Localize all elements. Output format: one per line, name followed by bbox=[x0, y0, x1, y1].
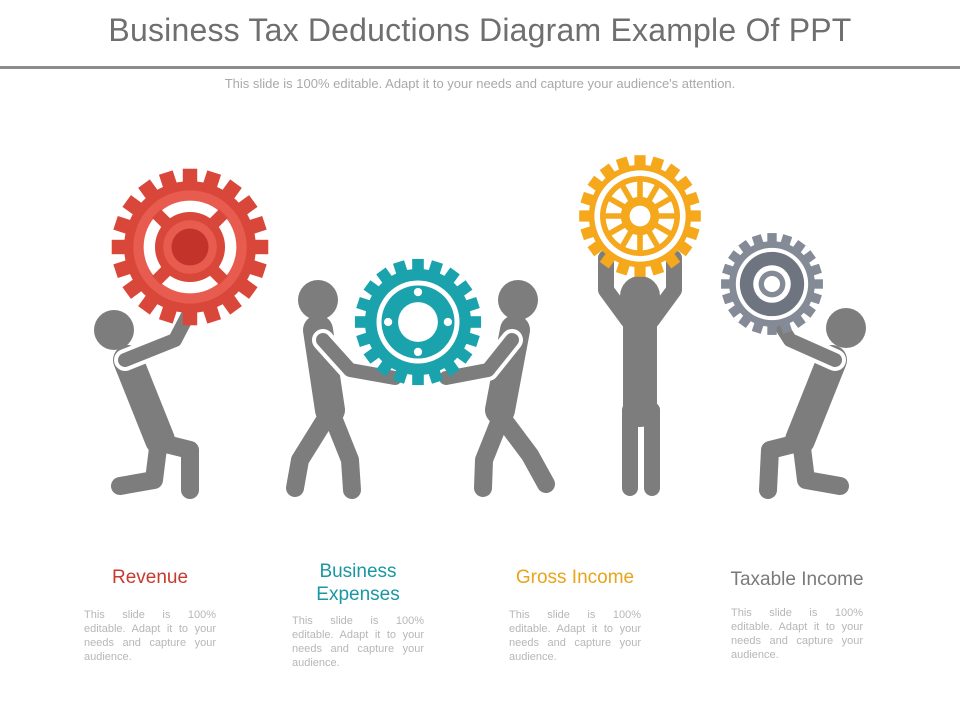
figure-gross-income bbox=[598, 250, 682, 496]
desc-revenue: This slide is 100% editable. Adapt it to… bbox=[84, 609, 216, 663]
figure-taxable-income bbox=[759, 307, 866, 499]
figure-revenue bbox=[94, 304, 199, 499]
title-divider bbox=[0, 66, 960, 69]
label-business-expenses: Business Expenses bbox=[292, 560, 424, 606]
gray-gear-icon bbox=[721, 233, 823, 335]
slide-subtitle: This slide is 100% editable. Adapt it to… bbox=[224, 76, 736, 91]
label-gross-income: Gross Income bbox=[515, 567, 635, 588]
figure-business-expenses-right bbox=[435, 280, 555, 497]
slide-title: Business Tax Deductions Diagram Example … bbox=[108, 12, 852, 48]
red-gear-icon bbox=[111, 168, 269, 326]
figure-business-expenses-left bbox=[286, 280, 406, 499]
orange-gear-icon bbox=[579, 155, 701, 277]
desc-business-expenses: This slide is 100% editable. Adapt it to… bbox=[292, 615, 424, 669]
label-business-expenses-line2: Expenses bbox=[316, 584, 400, 605]
teal-gear-icon bbox=[354, 258, 482, 386]
desc-gross-income: This slide is 100% editable. Adapt it to… bbox=[509, 609, 641, 663]
label-revenue: Revenue bbox=[111, 567, 189, 588]
label-taxable-income: Taxable Income bbox=[730, 569, 864, 590]
label-business-expenses-line1: Business bbox=[319, 561, 397, 582]
desc-taxable-income: This slide is 100% editable. Adapt it to… bbox=[731, 607, 863, 661]
